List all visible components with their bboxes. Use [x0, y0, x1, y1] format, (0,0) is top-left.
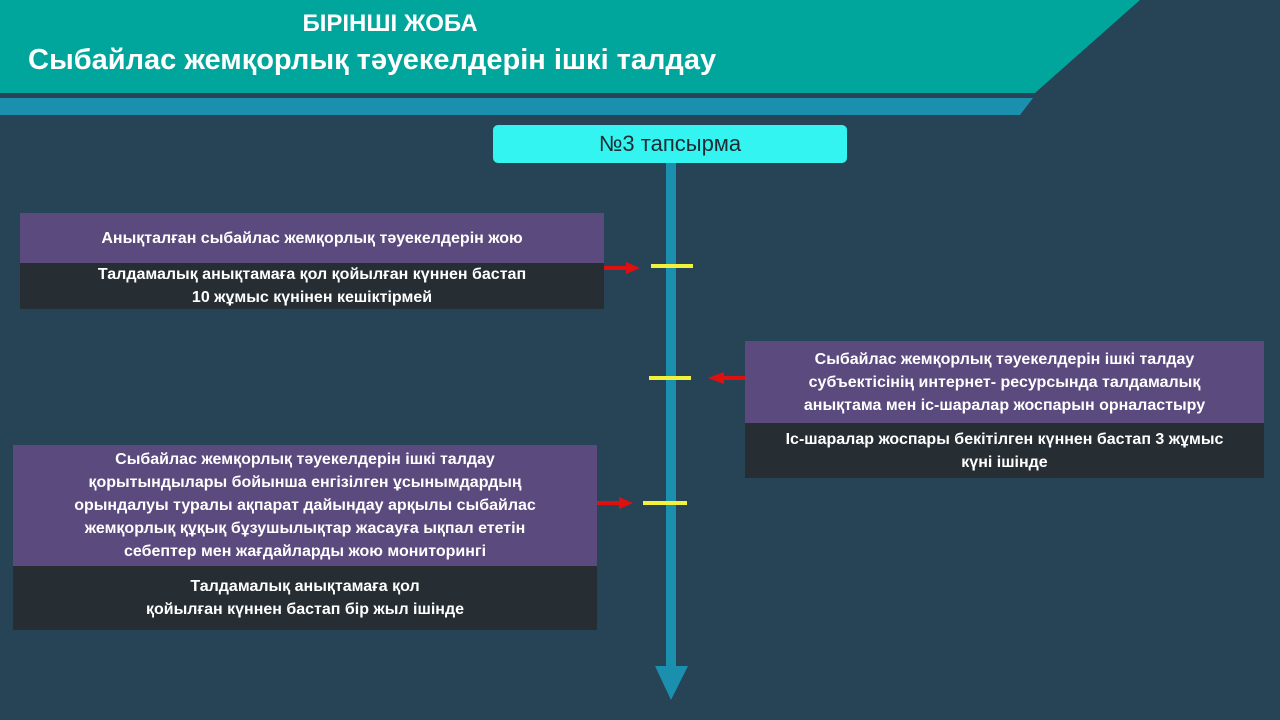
arrow-right-icon [597, 501, 621, 505]
step-action: Сыбайлас жемқорлық тәуекелдерін ішкі тал… [74, 451, 536, 560]
step-action: Анықталған сыбайлас жемқорлық тәуекелдер… [101, 229, 523, 247]
timeline-tick [651, 264, 693, 268]
header-banner [0, 0, 1140, 115]
step-deadline: Іс-шаралар жоспары бекітілген күннен бас… [785, 430, 1224, 471]
page-title: Сыбайлас жемқорлық тәуекелдерін ішкі тал… [28, 44, 717, 76]
arrow-left-icon [722, 376, 745, 380]
step-1: Анықталған сыбайлас жемқорлық тәуекелдер… [20, 213, 604, 309]
timeline-tick [649, 376, 691, 380]
step-deadline: Талдамалық анықтамаға қол қойылған күнне… [97, 266, 527, 306]
step-deadline: Талдамалық анықтамаға қол қойылған күнне… [146, 578, 464, 618]
arrow-down-icon [655, 666, 688, 700]
timeline-tick [643, 501, 687, 505]
task-label: №3 тапсырма [493, 125, 847, 163]
step-action: Сыбайлас жемқорлық тәуекелдерін ішкі тал… [803, 350, 1206, 414]
step-2: Сыбайлас жемқорлық тәуекелдерін ішкі тал… [745, 341, 1264, 478]
step-3: Сыбайлас жемқорлық тәуекелдерін ішкі тал… [13, 445, 597, 630]
arrow-right-icon [604, 266, 628, 270]
project-label: БІРІНШІ ЖОБА [302, 10, 478, 37]
